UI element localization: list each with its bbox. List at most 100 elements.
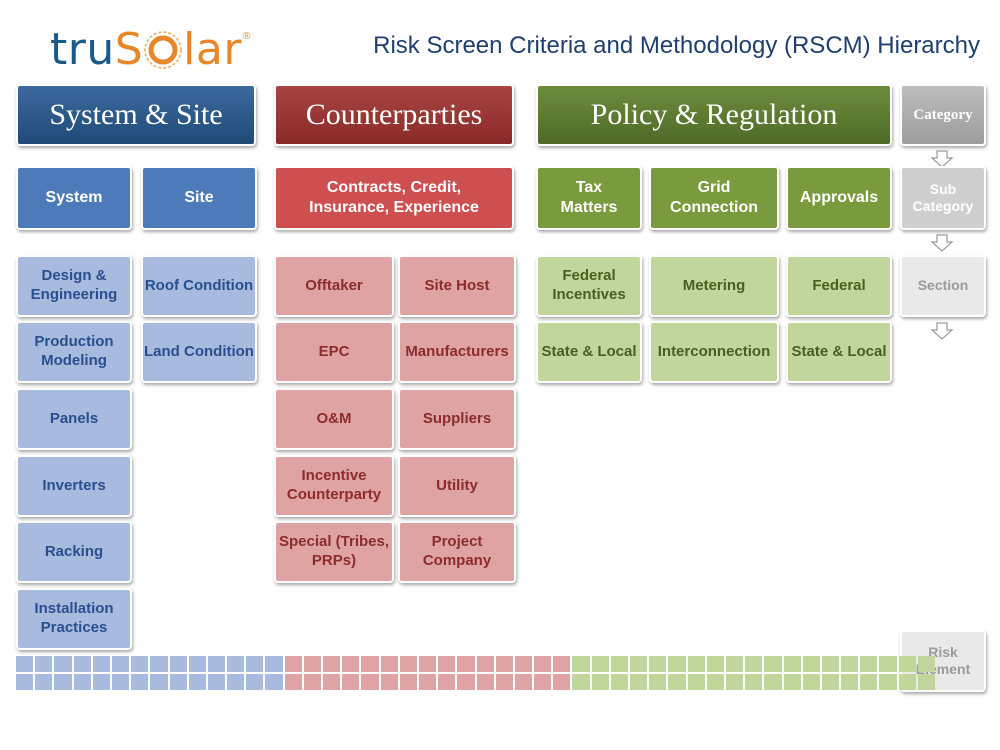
section-federal: Federal: [786, 255, 892, 317]
legend-sub-category: Sub Category: [900, 166, 986, 230]
risk-element-cell: [706, 674, 724, 690]
risk-element-cell: [265, 656, 283, 672]
risk-element-cell: [16, 674, 34, 690]
risk-element-cell: [802, 656, 820, 672]
subcategory-site: Site: [141, 166, 257, 230]
subcategory-system: System: [16, 166, 132, 230]
section-inverters: Inverters: [16, 455, 132, 517]
risk-element-cell: [303, 674, 321, 690]
risk-element-cell: [725, 674, 744, 690]
risk-element-cell: [745, 674, 763, 690]
risk-element-cell: [745, 656, 763, 672]
section-approvals-state-local: State & Local: [786, 321, 892, 383]
risk-element-cell: [821, 656, 840, 672]
risk-element-cell: [227, 674, 245, 690]
legend-section: Section: [900, 255, 986, 317]
risk-element-cell: [457, 674, 475, 690]
risk-element-cell: [917, 656, 935, 672]
risk-element-cell: [898, 656, 916, 672]
risk-element-cell: [687, 674, 705, 690]
risk-element-cell: [668, 656, 686, 672]
risk-element-cell: [534, 674, 552, 690]
risk-element-cell: [534, 656, 552, 672]
risk-element-cell: [610, 674, 628, 690]
risk-element-cell: [323, 656, 341, 672]
risk-element-cell: [246, 656, 264, 672]
risk-element-cell: [111, 674, 130, 690]
risk-element-cell: [917, 674, 935, 690]
risk-element-cell: [35, 656, 53, 672]
risk-element-cell: [207, 674, 226, 690]
subcategory-tax-matters: Tax Matters: [536, 166, 642, 230]
risk-element-cell: [553, 674, 571, 690]
risk-element-cell: [783, 656, 801, 672]
risk-element-cell: [802, 674, 820, 690]
category-policy-regulation: Policy & Regulation: [536, 84, 892, 146]
risk-element-cell: [591, 674, 609, 690]
risk-element-cell: [668, 674, 686, 690]
risk-element-cell: [35, 674, 53, 690]
risk-element-cell: [188, 674, 206, 690]
section-panels: Panels: [16, 388, 132, 450]
section-racking: Racking: [16, 521, 132, 583]
section-design-engineering: Design & Engineering: [16, 255, 132, 317]
risk-element-cell: [54, 674, 72, 690]
arrow-down-icon: [930, 234, 954, 252]
risk-element-cell: [380, 656, 398, 672]
risk-element-cell: [783, 674, 801, 690]
risk-element-cell: [860, 674, 878, 690]
risk-element-cell: [476, 656, 494, 672]
risk-element-cell: [131, 674, 149, 690]
risk-element-cell: [399, 674, 417, 690]
risk-element-cell: [227, 656, 245, 672]
section-project-company: Project Company: [398, 521, 516, 583]
risk-element-cell: [841, 656, 859, 672]
risk-element-cell: [879, 674, 897, 690]
risk-element-cell: [649, 656, 667, 672]
legend-category: Category: [900, 84, 986, 146]
section-federal-incentives: Federal Incentives: [536, 255, 642, 317]
risk-element-cell: [399, 656, 417, 672]
risk-element-grid: [16, 656, 935, 690]
risk-element-cell: [630, 674, 648, 690]
risk-element-cell: [150, 674, 168, 690]
risk-element-cell: [591, 656, 609, 672]
risk-element-cell: [706, 656, 724, 672]
sun-icon: [144, 31, 182, 69]
registered-mark: ®: [242, 30, 251, 42]
risk-element-cell: [73, 674, 91, 690]
logo-text-lar: lar: [183, 24, 242, 75]
category-counterparties: Counterparties: [274, 84, 514, 146]
section-epc: EPC: [274, 321, 394, 383]
risk-element-cell: [879, 656, 897, 672]
risk-element-cell: [16, 656, 34, 672]
risk-element-cell: [150, 656, 168, 672]
risk-element-cell: [898, 674, 916, 690]
risk-element-cell: [572, 656, 590, 672]
risk-element-cell: [284, 674, 302, 690]
section-land-condition: Land Condition: [141, 321, 257, 383]
section-installation-practices: Installation Practices: [16, 588, 132, 650]
risk-element-cell: [92, 656, 110, 672]
risk-element-cell: [821, 674, 840, 690]
risk-element-cell: [418, 674, 437, 690]
logo-text-tru: tru: [50, 24, 115, 75]
risk-element-cell: [495, 674, 513, 690]
logo-text-s: S: [114, 24, 144, 75]
risk-element-cell: [284, 656, 302, 672]
risk-element-cell: [92, 674, 110, 690]
risk-element-cell: [131, 656, 149, 672]
risk-element-cell: [649, 674, 667, 690]
risk-element-cell: [841, 674, 859, 690]
page-title: Risk Screen Criteria and Methodology (RS…: [373, 32, 980, 59]
risk-element-cell: [572, 674, 590, 690]
risk-element-cell: [169, 656, 187, 672]
risk-element-cell: [630, 656, 648, 672]
section-suppliers: Suppliers: [398, 388, 516, 450]
section-interconnection: Interconnection: [649, 321, 779, 383]
risk-element-cell: [169, 674, 187, 690]
risk-element-cell: [687, 656, 705, 672]
section-offtaker: Offtaker: [274, 255, 394, 317]
risk-element-cell: [514, 656, 533, 672]
